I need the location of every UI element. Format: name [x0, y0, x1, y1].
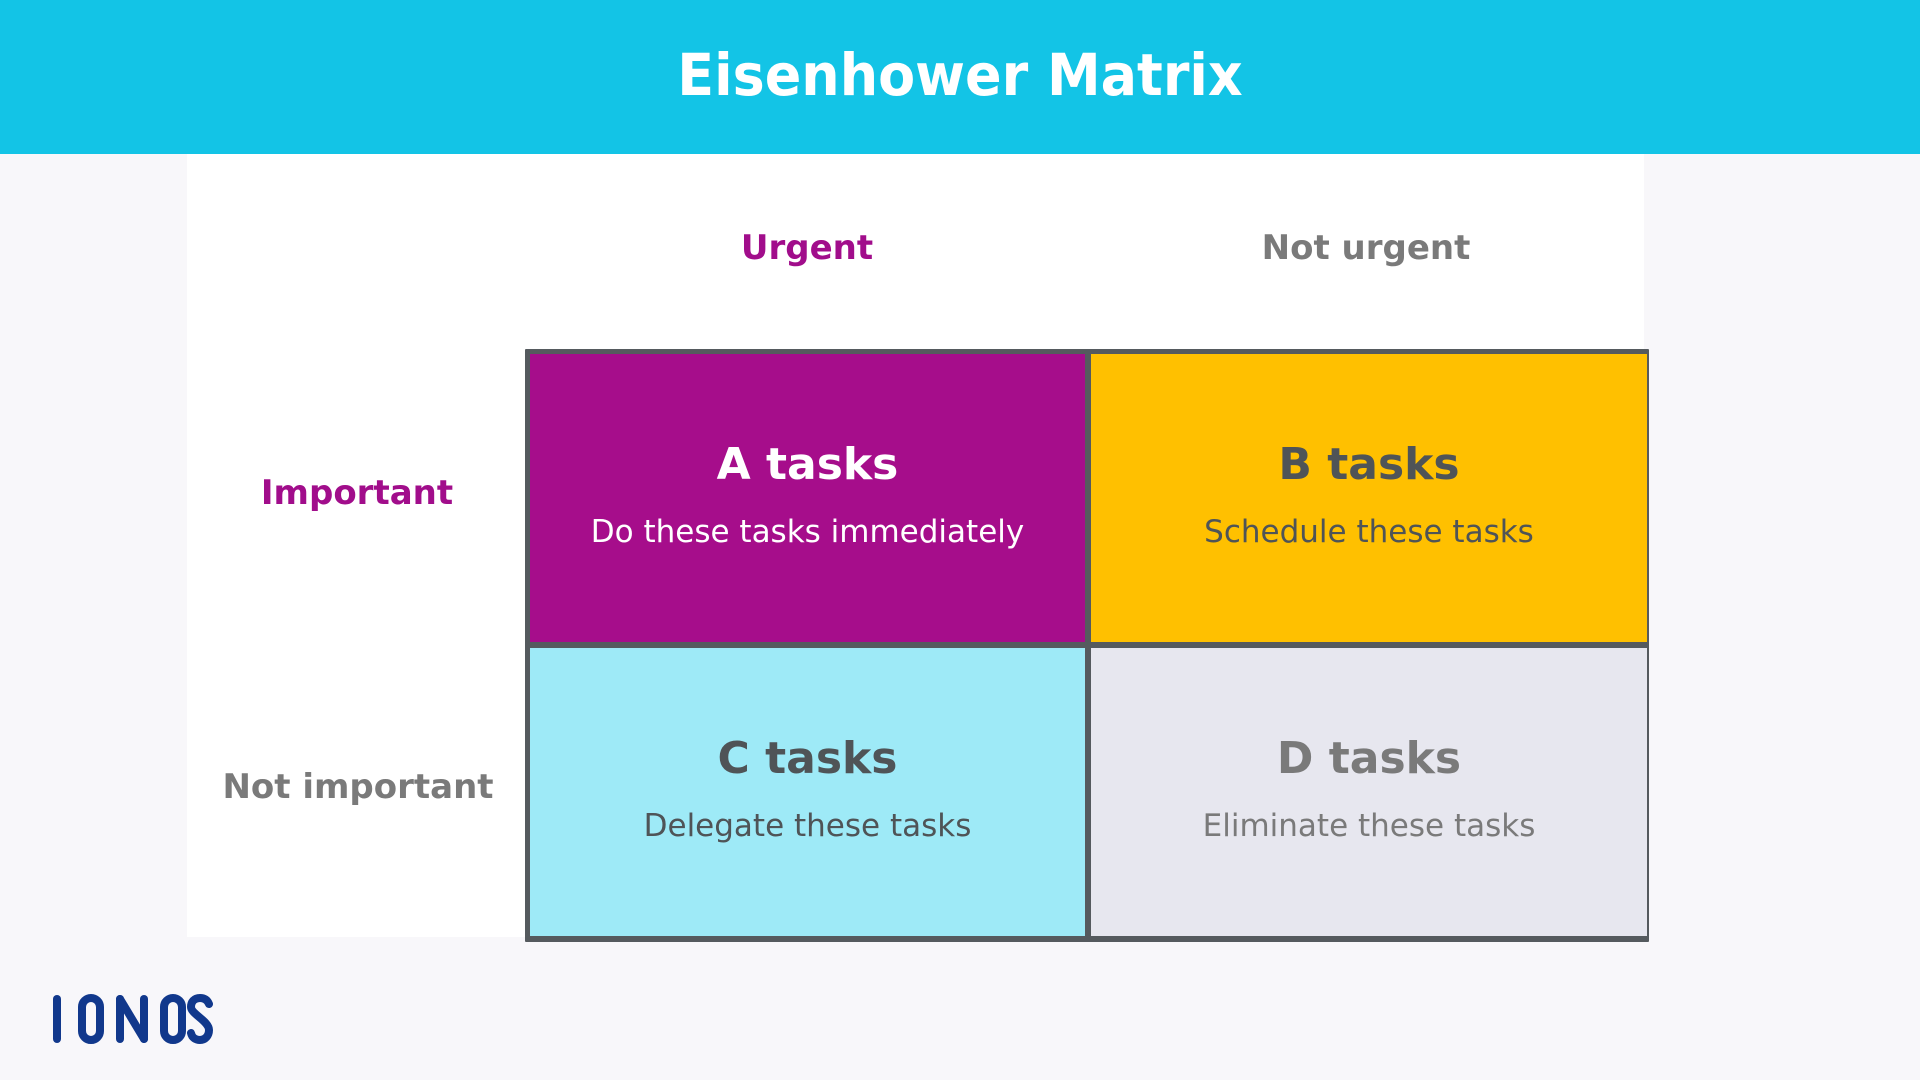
row-label-not-important: Not important [222, 767, 494, 807]
row-label-important: Important [260, 473, 454, 513]
column-label-not-urgent: Not urgent [1261, 228, 1471, 268]
eisenhower-matrix-grid: A tasks Do these tasks immediately B tas… [525, 349, 1649, 942]
column-label-urgent: Urgent [740, 228, 874, 268]
quadrant-d-description: Eliminate these tasks [1202, 807, 1536, 844]
page-title: Eisenhower Matrix [677, 41, 1243, 109]
quadrant-c-title: C tasks [717, 732, 898, 784]
header-banner: Eisenhower Matrix [0, 0, 1920, 154]
quadrant-b-title: B tasks [1278, 438, 1460, 490]
quadrant-a-title: A tasks [716, 438, 899, 490]
quadrant-d: D tasks Eliminate these tasks [1091, 648, 1647, 936]
quadrant-d-title: D tasks [1276, 732, 1462, 784]
quadrant-c-description: Delegate these tasks [643, 807, 972, 844]
quadrant-a: A tasks Do these tasks immediately [530, 354, 1085, 642]
quadrant-b: B tasks Schedule these tasks [1091, 354, 1647, 642]
quadrant-a-description: Do these tasks immediately [590, 513, 1025, 550]
quadrant-b-description: Schedule these tasks [1204, 513, 1534, 550]
quadrant-c: C tasks Delegate these tasks [530, 648, 1085, 936]
ionos-logo-icon [52, 994, 214, 1044]
